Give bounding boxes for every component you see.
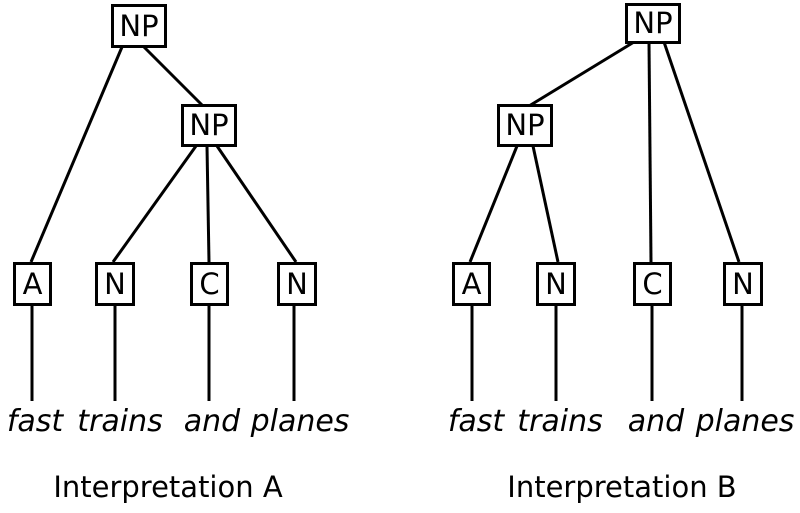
tree-a-adjective-node: A	[13, 262, 52, 306]
tree-b-word-trains: trains	[517, 404, 603, 439]
edge-b-root-to-c	[647, 41, 653, 263]
tree-b-inner-np-node: NP	[497, 104, 553, 147]
tree-a-noun2-node: N	[277, 262, 317, 306]
tree-b-conjunction-node: C	[633, 262, 672, 306]
edge-a-root-to-a	[29, 46, 124, 263]
tree-b-word-planes: planes	[695, 404, 795, 439]
edge-b-innernp-to-a	[468, 145, 519, 263]
edge-b-root-to-n2	[662, 41, 741, 263]
edge-a-innernp-to-c	[205, 145, 211, 263]
tree-a-conjunction-node: C	[190, 262, 229, 306]
tree-b-noun2-node: N	[723, 262, 763, 306]
edge-a-innernp-to-n2	[215, 145, 298, 263]
tree-a-caption: Interpretation A	[53, 470, 283, 504]
tree-b-root-np-node: NP	[625, 3, 681, 44]
tree-b-caption: Interpretation B	[507, 470, 737, 504]
edge-b-root-to-innernp	[528, 40, 635, 108]
tree-b-word-fast: fast	[447, 404, 505, 439]
tree-a-word-fast: fast	[6, 404, 64, 439]
tree-a-word-planes: planes	[250, 404, 350, 439]
tree-b-word-and: and	[627, 404, 685, 439]
tree-a-inner-np-node: NP	[181, 104, 237, 147]
tree-a-word-trains: trains	[77, 404, 163, 439]
tree-a-root-np-node: NP	[111, 4, 167, 48]
tree-b-noun1-node: N	[536, 262, 576, 306]
edge-a-innernp-to-n1	[111, 145, 198, 263]
tree-b-adjective-node: A	[452, 262, 491, 306]
tree-a-word-and: and	[183, 404, 241, 439]
edge-b-innernp-to-n1	[531, 145, 560, 263]
tree-a-noun1-node: N	[95, 262, 135, 306]
edge-a-root-to-innernp	[142, 45, 205, 108]
